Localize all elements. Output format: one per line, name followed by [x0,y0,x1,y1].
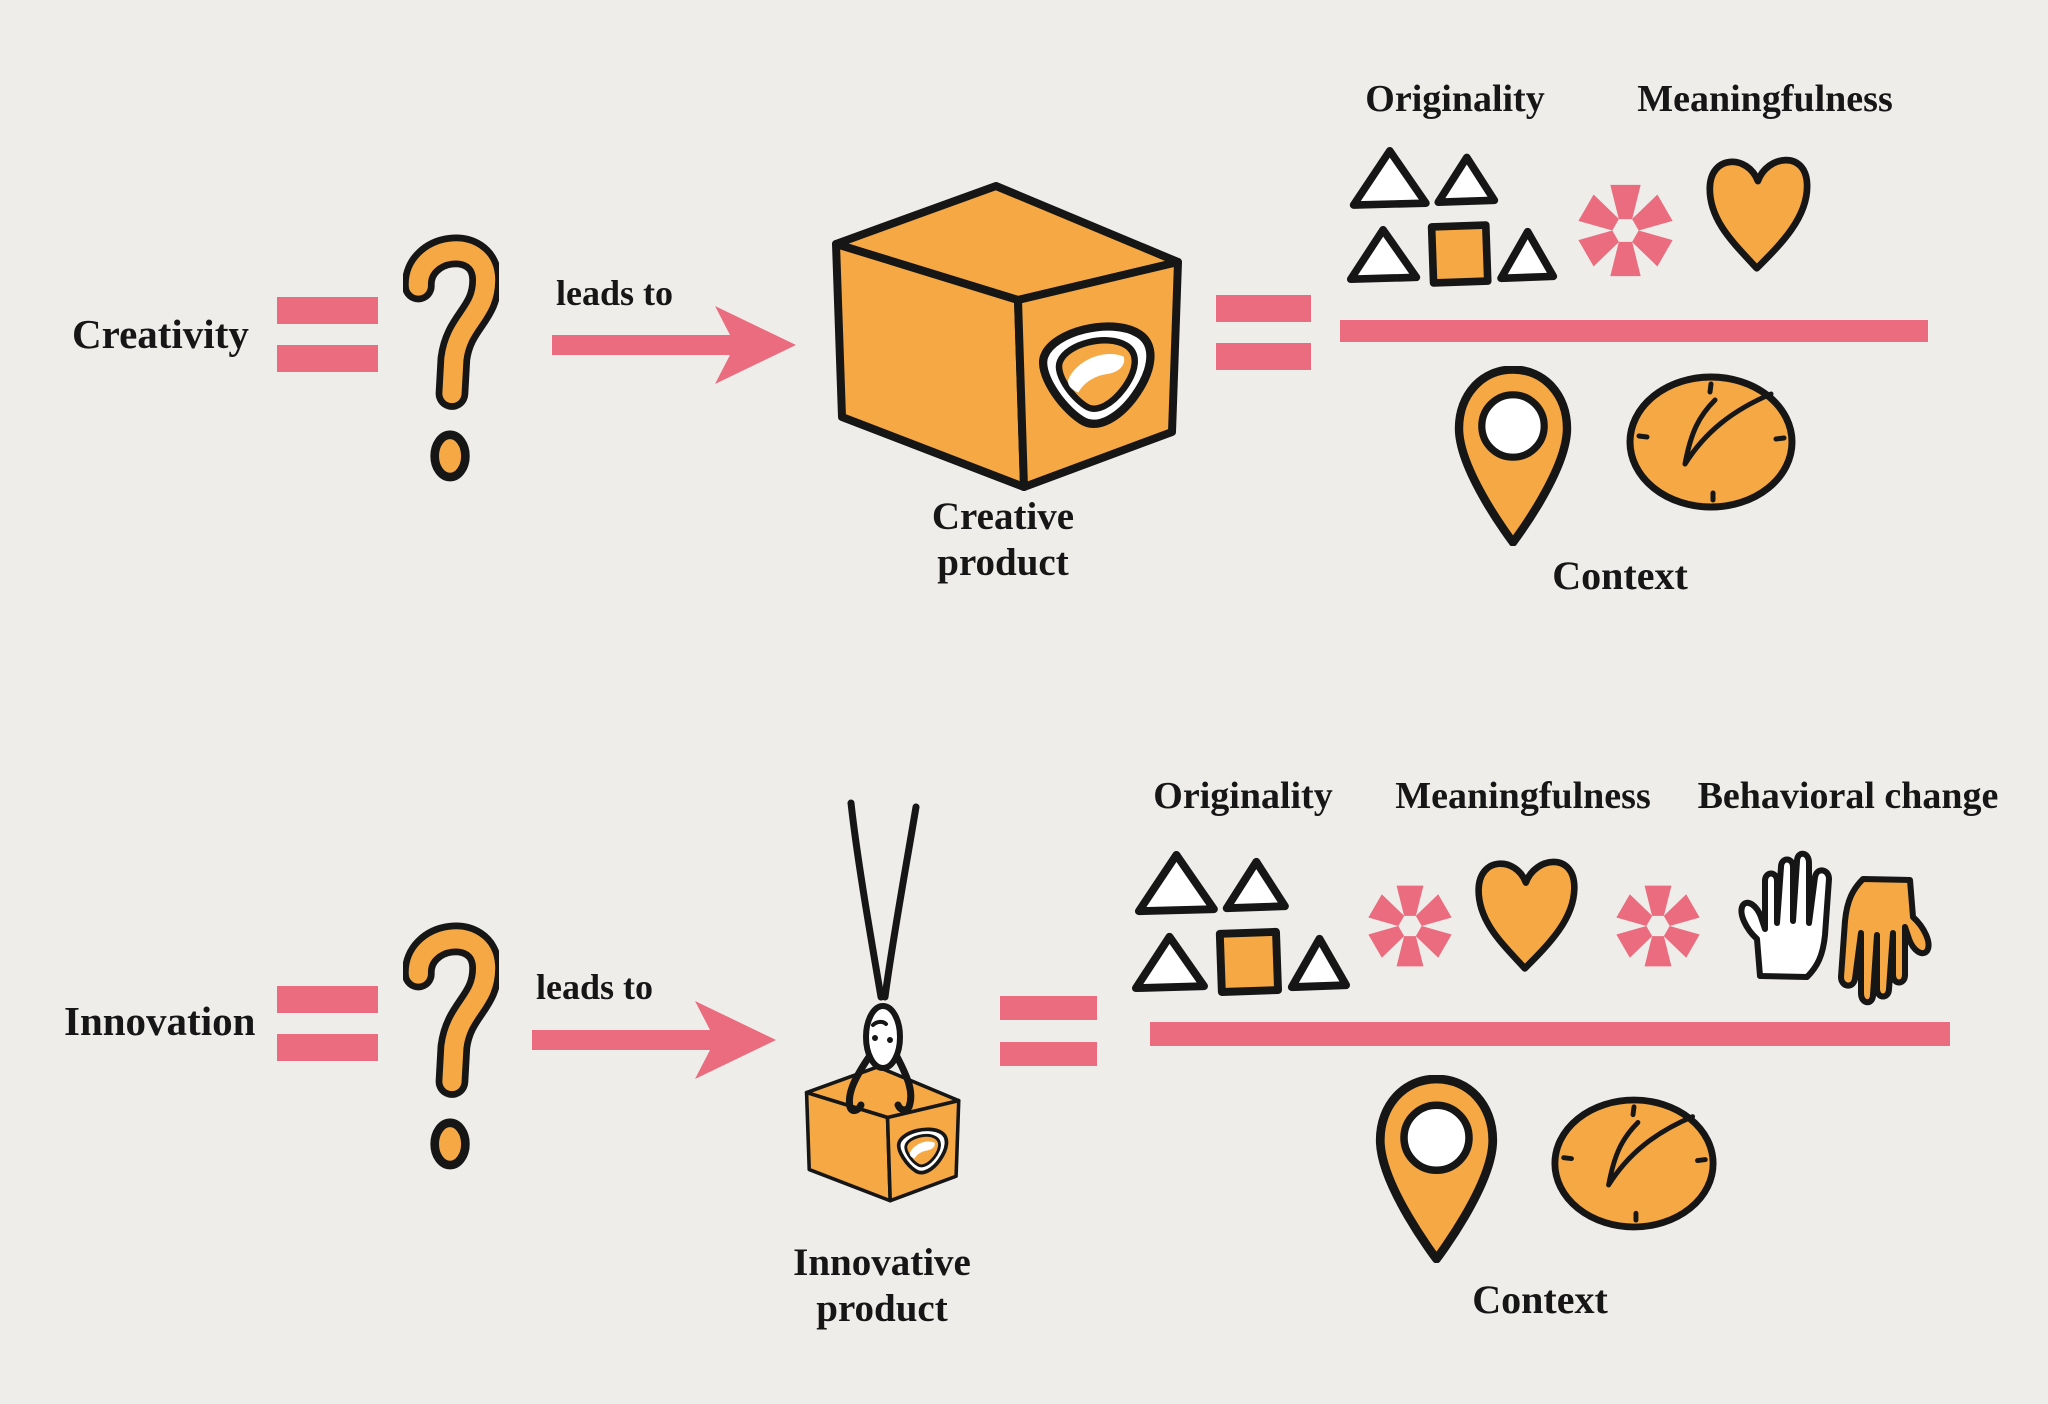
equals-icon [277,297,378,372]
meaningfulness-label: Meaningfulness [1637,78,1893,120]
question-mark-icon [403,224,499,494]
question-mark-icon [403,912,499,1182]
equals-bar [277,345,378,372]
equals-icon [1000,996,1097,1066]
asterisk-multiply-icon [1616,885,1700,967]
triangles-square-icon [1131,848,1353,996]
hands-icon [1736,843,1936,1013]
context-label: Context [1552,553,1688,598]
triangles-square-icon [1346,144,1560,287]
originality-label: Originality [1365,78,1545,120]
equals-bar [1000,1042,1097,1066]
innovative-product-label-line2: product [816,1287,948,1330]
equals-bar [1216,295,1311,322]
equals-bar [1000,996,1097,1020]
clock-icon [1550,1095,1718,1232]
equals-bar [277,297,378,324]
innovative-product-label-line1: Innovative [793,1241,971,1284]
person-on-box-icon [795,795,975,1215]
leads-to-label: leads to [536,967,653,1007]
equals-icon [277,986,378,1061]
creative-product-box-icon [828,182,1184,494]
creative-product-label: Creative product [932,494,1074,586]
asterisk-multiply-icon [1578,184,1673,277]
equals-bar [1216,343,1311,370]
equals-bar [277,986,378,1013]
equals-icon [1216,295,1311,370]
creative-product-label-line2: product [937,541,1069,584]
asterisk-multiply-icon [1368,885,1452,967]
leads-to-label: leads to [556,273,673,313]
creativity-term-label: Creativity [72,311,249,357]
heart-icon [1472,854,1582,975]
fraction-bar [1150,1022,1950,1046]
behavioral-change-label: Behavioral change [1697,775,1999,817]
arrow-right-icon [532,1001,776,1079]
clock-icon [1625,372,1797,512]
innovative-product-label: Innovative product [793,1240,971,1332]
heart-icon [1703,152,1815,275]
context-label: Context [1472,1277,1608,1322]
equals-bar [277,1034,378,1061]
arrow-right-icon [552,306,796,384]
meaningfulness-label: Meaningfulness [1395,775,1651,817]
fraction-bar [1340,320,1928,342]
originality-label: Originality [1153,775,1333,817]
location-pin-icon [1453,366,1573,546]
innovation-term-label: Innovation [64,998,256,1044]
creative-product-label-line1: Creative [931,495,1075,538]
location-pin-icon [1374,1075,1499,1263]
